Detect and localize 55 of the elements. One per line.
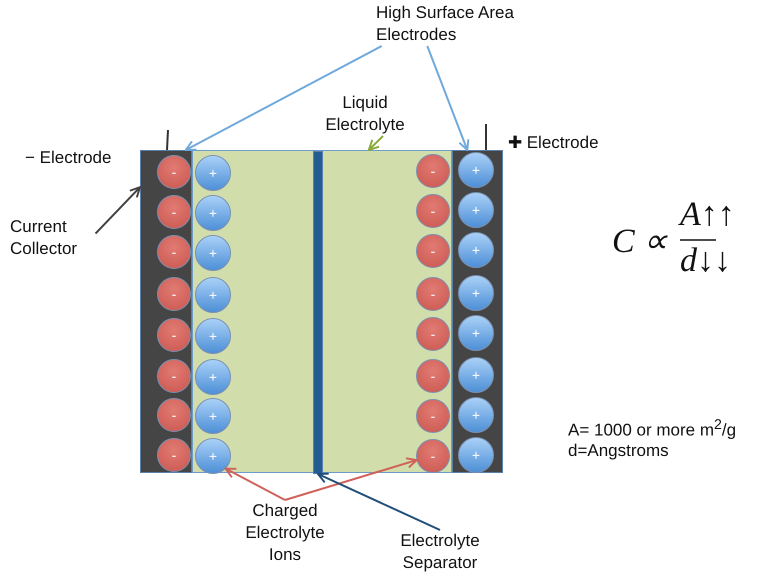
leader-arrow [224,468,286,501]
negative-ion: - [416,399,450,433]
negative-ion: - [157,235,191,269]
current-collector-plate [140,150,192,473]
leader-arrow [317,472,440,531]
negative-ion: - [157,195,191,229]
positive-ion: + [458,315,494,351]
electrode-polarity-label: − Electrode [25,147,112,169]
leader-arrow [184,45,382,151]
callout-label: High Surface Area Electrodes [376,2,566,46]
negative-ion: - [416,317,450,351]
callout-label: Liquid Electrolyte [320,92,410,136]
leader-arrow [94,186,141,234]
negative-ion: - [416,154,450,188]
callout-label: Charged Electrolyte Ions [230,500,340,566]
formula-text: A↑↑ [680,196,735,234]
negative-ion: - [157,155,191,189]
positive-ion: + [195,277,231,313]
current-collector-plate [452,150,503,473]
leader-arrow [368,135,384,151]
negative-ion: - [157,438,191,472]
negative-ion: - [157,277,191,311]
positive-ion: + [195,235,231,271]
negative-ion: - [416,439,450,473]
positive-ion: + [195,359,231,395]
positive-ion: + [458,397,494,433]
positive-ion: + [458,152,494,188]
callout-label: Current Collector [10,216,100,260]
positive-ion: + [458,437,494,473]
negative-ion: - [416,359,450,393]
positive-ion: + [458,275,494,311]
positive-ion: + [195,398,231,434]
positive-ion: + [195,438,231,474]
negative-ion: - [416,277,450,311]
electrode-polarity-label: ✚ Electrode [508,132,599,154]
positive-ion: + [195,318,231,354]
negative-ion: - [157,398,191,432]
negative-ion: - [416,194,450,228]
formula-text: d↓↓ [680,242,731,280]
separator-membrane [313,151,323,474]
note-text: A= 1000 or more m$^{2}$/g [568,416,736,442]
leader-arrow [426,46,470,151]
electrolyte-region [192,150,452,473]
callout-label: Electrolyte Separator [385,530,495,574]
leader-arrow [284,457,418,501]
formula-text: C ∝ [612,222,668,261]
negative-ion: - [157,318,191,352]
positive-ion: + [458,192,494,228]
negative-ion: - [157,359,191,393]
note-text: d=Angstroms [568,440,669,462]
negative-ion: - [416,234,450,268]
positive-ion: + [195,195,231,231]
positive-ion: + [458,232,494,268]
positive-ion: + [195,155,231,191]
positive-ion: + [458,357,494,393]
